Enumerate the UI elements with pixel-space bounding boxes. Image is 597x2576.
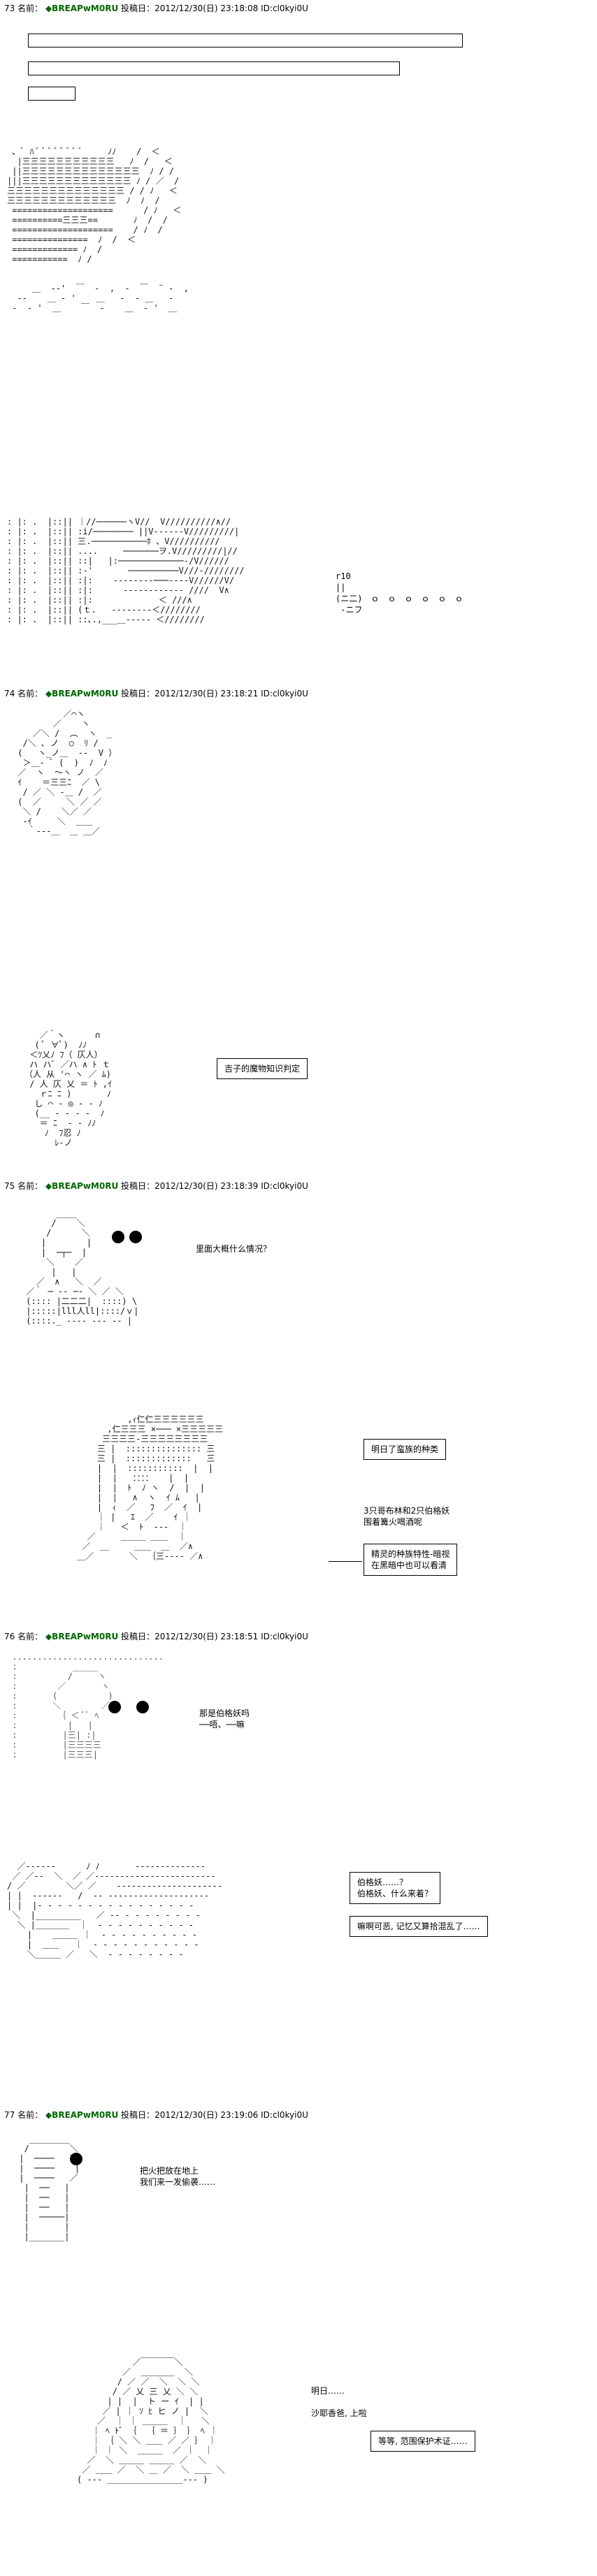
spell-box: 等等, 范围保护术证…… bbox=[371, 2431, 475, 2452]
ascii-art-figure-with-sword: ,ｨ仁仁三三三三三三 ,仁三三三 ×─── ×三三三三三 三三三三‐三三三三三三… bbox=[77, 1414, 224, 1561]
post-id[interactable]: ID:cl0kyi0U bbox=[261, 1632, 308, 1641]
blank-bar-short bbox=[28, 87, 75, 101]
post-name-label: 名前： bbox=[17, 3, 43, 13]
speech-line: 那是伯格妖吗 ──唔、──嘛 bbox=[199, 1708, 250, 1729]
post-author[interactable]: ◆BREAPwM0RU bbox=[45, 1632, 119, 1641]
ascii-art-scene: 、ﾞ ﾊ ﾞ ﾞ ﾞ ﾞ ﾞ ﾞ ﾞ ﾞ ﾉﾉ / ＜ |三三三三三三三三三三三… bbox=[7, 147, 189, 313]
post-author[interactable]: ◆BREAPwM0RU bbox=[45, 3, 119, 13]
thought-box-1: 伯格妖……？ 伯格妖、什么来着？ bbox=[350, 1872, 441, 1904]
eye-left bbox=[108, 1701, 121, 1713]
post-id[interactable]: ID:cl0kyi0U bbox=[261, 1181, 308, 1191]
post-date: 2012/12/30(日) 23:18:21 bbox=[154, 689, 259, 698]
post-date-label: 投稿日： bbox=[121, 1181, 155, 1191]
eye-right bbox=[129, 1231, 142, 1243]
post-header: 74 名前： ◆BREAPwM0RU 投稿日：2012/12/30(日) 23:… bbox=[4, 688, 308, 699]
post-id[interactable]: ID:cl0kyi0U bbox=[261, 3, 308, 13]
post-id[interactable]: ID:cl0kyi0U bbox=[261, 689, 308, 698]
post-name-label: 名前： bbox=[17, 1632, 43, 1641]
ascii-art-creature: ／⌒ヽ ／ ヽ ／＼ / ︵ ヽ _ /＼ ､ ノ ○ ﾘ / ( ヽ_ノ＿ ‐… bbox=[17, 709, 117, 836]
eye-right bbox=[136, 1701, 149, 1713]
speech-line: 把火把放在地上 我们来一发偷袭…… bbox=[140, 2166, 216, 2187]
post-name-label: 名前： bbox=[17, 2110, 43, 2120]
post-author[interactable]: ◆BREAPwM0RU bbox=[45, 2110, 119, 2120]
post-77: 77 名前： ◆BREAPwM0RU 投稿日：2012/12/30(日) 23:… bbox=[0, 2109, 597, 2576]
ascii-art-group: ／￣￣￣￣＼ ／ ＿＿＿＿ ＼ / ／ ／ ＼ ＼ ＼ / ／ 乂 三 乂 ＼ … bbox=[77, 2357, 225, 2484]
post-number: 74 bbox=[4, 689, 15, 698]
post-header: 76 名前： ◆BREAPwM0RU 投稿日：2012/12/30(日) 23:… bbox=[4, 1631, 308, 1642]
scene-description: 3只哥布林和2只伯格妖 围着篝火喝酒呢 bbox=[364, 1506, 450, 1527]
arrow-pointer bbox=[329, 1561, 362, 1562]
post-number: 76 bbox=[4, 1632, 15, 1641]
eye-left bbox=[112, 1231, 124, 1243]
ascii-art-thinking-character: ／‐‐‐‐‐‐ ﾉ ﾉ ‐‐‐‐‐‐‐‐‐‐‐‐‐‐ ／ ／‐‐ ＼ ／ ／‐‐… bbox=[7, 1861, 223, 1959]
post-date-label: 投稿日： bbox=[121, 1632, 155, 1641]
ascii-art-shelves: : |: . |::|| ｜//──────ヽV// V//////////∧/… bbox=[7, 517, 245, 624]
post-header: 73 名前： ◆BREAPwM0RU 投稿日：2012/12/30(日) 23:… bbox=[4, 3, 308, 14]
post-76: 76 名前： ◆BREAPwM0RU 投稿日：2012/12/30(日) 23:… bbox=[0, 1631, 597, 2106]
post-id[interactable]: ID:cl0kyi0U bbox=[261, 2110, 308, 2120]
post-date-label: 投稿日： bbox=[121, 2110, 155, 2120]
post-name-label: 名前： bbox=[17, 1181, 43, 1191]
blank-bar-long bbox=[28, 34, 463, 47]
post-date: 2012/12/30(日) 23:18:51 bbox=[154, 1632, 259, 1641]
race-trait-box: 精灵的种族特性-暗视 在黑暗中也可以看清 bbox=[364, 1544, 458, 1576]
post-date: 2012/12/30(日) 23:18:08 bbox=[154, 3, 259, 13]
post-header: 77 名前： ◆BREAPwM0RU 投稿日：2012/12/30(日) 23:… bbox=[4, 2109, 308, 2121]
post-date: 2012/12/30(日) 23:19:06 bbox=[154, 2110, 259, 2120]
ascii-art-character-torch: ________ / ＼ | ──── ＼ | ──── | | ──── ／ … bbox=[19, 2134, 80, 2241]
post-date-label: 投稿日： bbox=[121, 3, 155, 13]
thought-box-2: 嘛啊可恶, 记忆又算拾混乱了…… bbox=[350, 1916, 488, 1937]
blank-bar-medium bbox=[28, 61, 400, 75]
post-header: 75 名前： ◆BREAPwM0RU 投稿日：2012/12/30(日) 23:… bbox=[4, 1180, 308, 1192]
post-number: 73 bbox=[4, 3, 15, 13]
ascii-art-peeking-character: ____ / ＼ / ＼ | | | ─┬─ | ＼ ／ | | ／ ∧ ＼ ／… bbox=[26, 1208, 139, 1326]
post-number: 75 bbox=[4, 1181, 15, 1191]
ascii-art-character: ／｀ヽ ∩ ( ﾟ ∀ﾟ) ﾉﾉ ＜ﾂ乂ﾉ ﾌ（ 仄人） ハ ハﾞ ／ハ ∧ ﾄ… bbox=[24, 1030, 113, 1148]
post-author[interactable]: ◆BREAPwM0RU bbox=[45, 1181, 119, 1191]
post-number: 77 bbox=[4, 2110, 15, 2120]
post-74: 74 名前： ◆BREAPwM0RU 投稿日：2012/12/30(日) 23:… bbox=[0, 688, 597, 1177]
post-name-label: 名前： bbox=[17, 689, 43, 698]
post-author[interactable]: ◆BREAPwM0RU bbox=[45, 689, 119, 698]
knowledge-check-box: 吉子的魔物知识判定 bbox=[217, 1058, 308, 1079]
sound-effect-text: r10 || (ニ二) ｏ ｏ ｏ ｏ ｏ ｏ ‐ニフ bbox=[336, 571, 463, 615]
post-date: 2012/12/30(日) 23:18:39 bbox=[154, 1181, 259, 1191]
command-text: 明日…… 沙耶香爸, 上啦 bbox=[311, 2386, 367, 2418]
post-75: 75 名前： ◆BREAPwM0RU 投稿日：2012/12/30(日) 23:… bbox=[0, 1180, 597, 1627]
monster-type-box: 明日了蛮族的种类 bbox=[364, 1439, 447, 1460]
post-date-label: 投稿日： bbox=[121, 689, 155, 698]
post-73: 73 名前： ◆BREAPwM0RU 投稿日：2012/12/30(日) 23:… bbox=[0, 0, 597, 624]
eye bbox=[70, 2153, 82, 2165]
speech-line: 里面大概什么情况？ bbox=[196, 1244, 272, 1254]
ascii-art-watching-figure: .............................. : _____ :… bbox=[12, 1652, 164, 1759]
